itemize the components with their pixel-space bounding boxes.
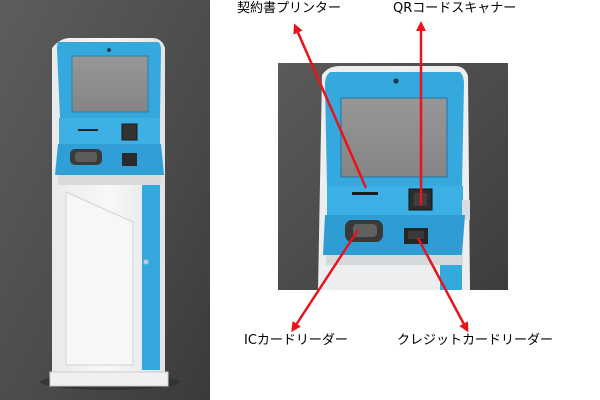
kiosk-screen [71,55,149,113]
zoom-scanner-panel [327,186,463,215]
arrow-ic [291,229,360,333]
label-ic-reader: ICカードリーダー [244,333,348,348]
label-qr-scanner: QRコードスキャナー [393,1,517,16]
zoom-camera-icon [393,78,399,84]
annotation-arrows [291,21,469,333]
scanner-panel [59,118,160,144]
label-printer: 契約書プリンター [237,1,342,16]
kiosk-door [65,191,134,366]
kiosk-zoom-view [278,63,508,290]
lock-icon [143,259,149,265]
label-credit-reader: クレジットカードリーダー [397,333,554,348]
camera-icon [107,48,111,52]
arrow-printer [293,23,368,189]
zoom-screen [340,97,448,178]
printer-slot-small [78,129,98,131]
qr-window-small [121,123,138,141]
card-reader-small [122,153,137,166]
kiosk-full-view [0,0,210,400]
arrow-credit [416,237,469,333]
kiosk-base [49,371,169,387]
body-stripe [142,185,160,370]
printer-slot-icon [352,192,378,195]
